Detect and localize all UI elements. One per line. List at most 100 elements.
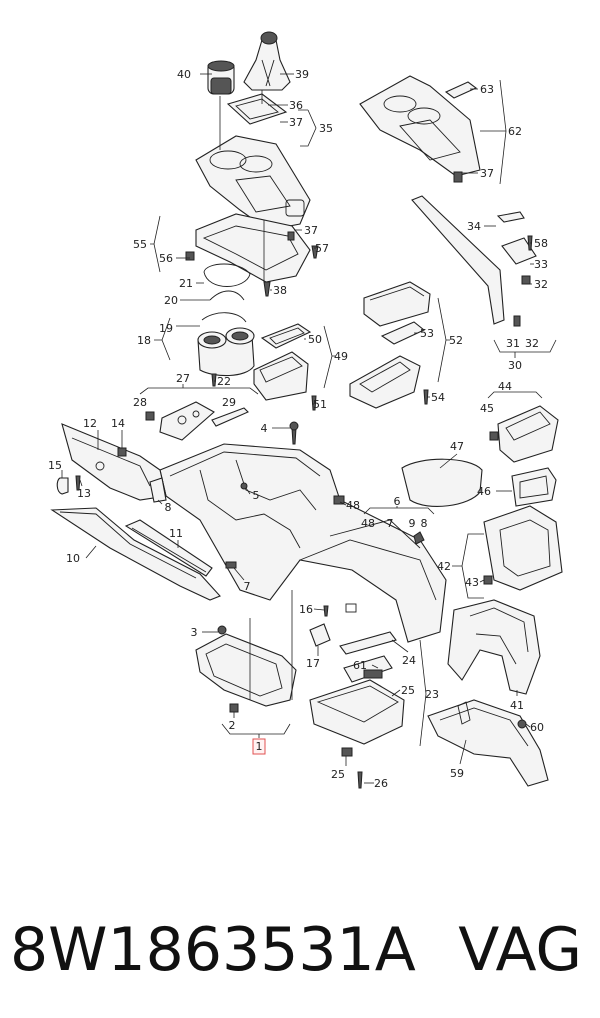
callout-30: 30	[508, 359, 522, 372]
console-base-plate-part	[195, 625, 297, 713]
callout-38: 38	[273, 284, 287, 297]
callout-59: 59	[450, 767, 464, 780]
right-storage-bin-part	[489, 405, 559, 463]
armrest-lid-part	[349, 281, 431, 409]
armrest-cushion-part	[401, 458, 483, 507]
callout-41: 41	[510, 699, 524, 712]
brand-name: VAG	[458, 915, 582, 985]
screw-38	[263, 281, 271, 297]
callout-10: 10	[66, 552, 80, 565]
trim-frame-part	[226, 93, 288, 125]
footer: 8W1863531A VAG	[0, 890, 600, 1010]
callout-52: 52	[449, 334, 463, 347]
callout-21: 21	[179, 277, 193, 290]
callout-28: 28	[133, 396, 147, 409]
callout-53: 53	[420, 327, 434, 340]
callout-48: 48	[361, 517, 375, 530]
floor-bracket-part	[427, 699, 549, 787]
callout-11: 11	[169, 527, 183, 540]
callout-5: 5	[253, 489, 260, 502]
part-number: 8W1863531A	[10, 915, 416, 985]
callout-4: 4	[261, 422, 268, 435]
shift-boot-part	[243, 31, 291, 91]
callout-17: 17	[306, 657, 320, 670]
seal-ring-part	[203, 263, 251, 287]
callout-23: 23	[425, 688, 439, 701]
callout-7: 7	[244, 580, 251, 593]
callout-8: 8	[421, 517, 428, 530]
callout-45: 45	[480, 402, 494, 415]
callout-49: 49	[334, 350, 348, 363]
lower-side-trim-part	[50, 507, 221, 601]
callout-1: 1	[256, 740, 263, 753]
callout-46: 46	[477, 485, 491, 498]
cup-holder-insert-part	[197, 312, 255, 387]
callout-51: 51	[313, 398, 327, 411]
side-rail-part	[411, 195, 537, 327]
callout-22: 22	[217, 375, 231, 388]
rear-vent-panel-part	[483, 505, 563, 591]
callout-55: 55	[133, 238, 147, 251]
callout-32: 32	[534, 278, 548, 291]
callout-33: 33	[534, 258, 548, 271]
callout-24: 24	[402, 654, 416, 667]
console-bracket-part	[447, 599, 541, 695]
callout-42: 42	[437, 560, 451, 573]
callout-19: 19	[159, 322, 173, 335]
callout-62: 62	[508, 125, 522, 138]
callout-32: 32	[525, 337, 539, 350]
callout-13: 13	[77, 487, 91, 500]
cup-insert-part	[207, 60, 235, 95]
callout-48: 48	[346, 499, 360, 512]
callout-39: 39	[295, 68, 309, 81]
callout-37: 37	[480, 167, 494, 180]
callout-61: 61	[353, 659, 367, 672]
callout-54: 54	[431, 391, 445, 404]
highlight-box	[252, 738, 266, 755]
callout-8: 8	[165, 501, 172, 514]
right-console-trim-part	[359, 75, 481, 183]
callout-50: 50	[308, 333, 322, 346]
callout-60: 60	[530, 721, 544, 734]
callout-44: 44	[498, 380, 512, 393]
callout-37: 37	[304, 224, 318, 237]
storage-tray-part	[253, 323, 317, 411]
callout-16: 16	[299, 603, 313, 616]
callout-29: 29	[222, 396, 236, 409]
upper-console-trim-part	[195, 135, 311, 231]
leader-lines	[61, 73, 557, 784]
usb-module-part	[511, 467, 557, 507]
small-cover-part	[309, 605, 331, 647]
callout-12: 12	[83, 417, 97, 430]
callout-2: 2	[229, 719, 236, 732]
callout-43: 43	[465, 576, 479, 589]
callout-40: 40	[177, 68, 191, 81]
switch-panel-part	[145, 401, 249, 441]
callout-36: 36	[289, 99, 303, 112]
callout-6: 6	[394, 495, 401, 508]
cup-holder-frame-part	[185, 213, 319, 283]
callout-3: 3	[191, 626, 198, 639]
callout-20: 20	[164, 294, 178, 307]
exploded-parts-diagram: 4039363735636237553757562138203458333219…	[48, 31, 563, 790]
callout-37: 37	[289, 116, 303, 129]
callout-15: 15	[48, 459, 62, 472]
callout-47: 47	[450, 440, 464, 453]
callout-27: 27	[176, 372, 190, 385]
callout-63: 63	[480, 83, 494, 96]
callout-25: 25	[331, 768, 345, 781]
left-side-panel-part	[56, 423, 167, 503]
callout-56: 56	[159, 252, 173, 265]
callout-26: 26	[374, 777, 388, 790]
callout-58: 58	[534, 237, 548, 250]
callout-18: 18	[137, 334, 151, 347]
trim-strip-part	[124, 519, 237, 577]
callout-25: 25	[401, 684, 415, 697]
lower-storage-tray-part	[309, 631, 405, 789]
callout-34: 34	[467, 220, 481, 233]
clip-part	[209, 290, 245, 301]
callout-57: 57	[315, 242, 329, 255]
callout-31: 31	[506, 337, 520, 350]
callout-14: 14	[111, 417, 125, 430]
